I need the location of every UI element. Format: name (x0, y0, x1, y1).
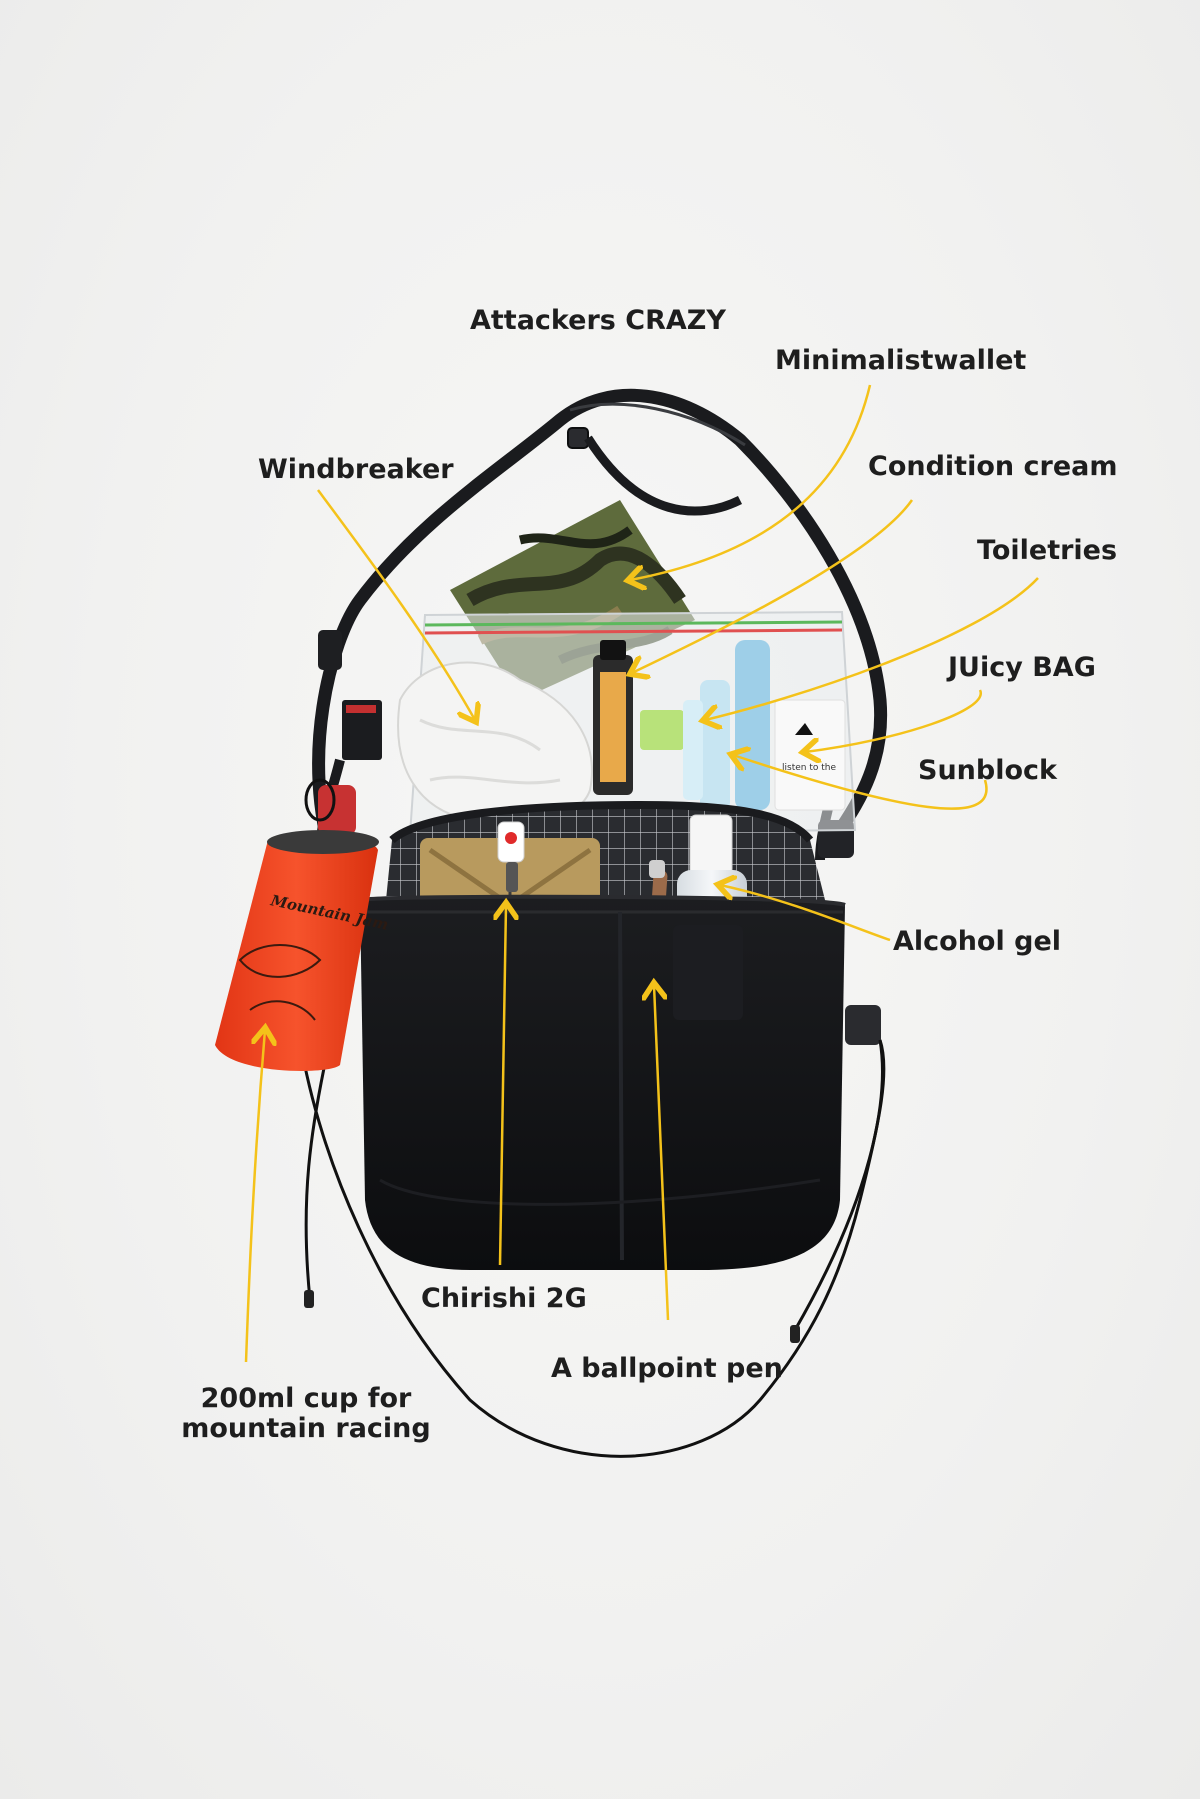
label-sunblock: Sunblock (918, 755, 1057, 786)
label-alcohol-gel: Alcohol gel (893, 926, 1062, 957)
sacoche-bag (359, 894, 846, 1270)
brand-tag (342, 700, 382, 760)
label-cup: 200ml cup for mountain racing (176, 1384, 436, 1444)
windbreaker (397, 661, 593, 829)
juicy-bag: listen to the (774, 699, 846, 811)
label-juicy-bag: JUicy BAG (948, 652, 1096, 683)
drawcord (304, 1039, 332, 1301)
strap-adjuster (567, 427, 589, 449)
label-condition-cream: Condition cream (868, 451, 1118, 482)
label-attackers-crazy: Attackers CRAZY (470, 305, 726, 336)
label-minimalist-wallet: Minimalistwallet (775, 345, 1027, 376)
shoulder-strap (312, 388, 888, 867)
label-cup-line2: mountain racing (181, 1413, 431, 1444)
label-cup-line1: 200ml cup for (200, 1383, 412, 1414)
condition-cream (593, 640, 633, 795)
svg-text:listen to the: listen to the (782, 763, 836, 773)
annotation-arrows (244, 384, 1039, 1363)
side-buckle (845, 1005, 881, 1045)
label-windbreaker: Windbreaker (258, 454, 454, 485)
flag-japan-icon (505, 832, 517, 844)
label-ballpoint-pen: A ballpoint pen (551, 1353, 783, 1384)
label-chirishi-2g: Chirishi 2G (421, 1283, 587, 1314)
label-toiletries: Toiletries (977, 535, 1118, 566)
